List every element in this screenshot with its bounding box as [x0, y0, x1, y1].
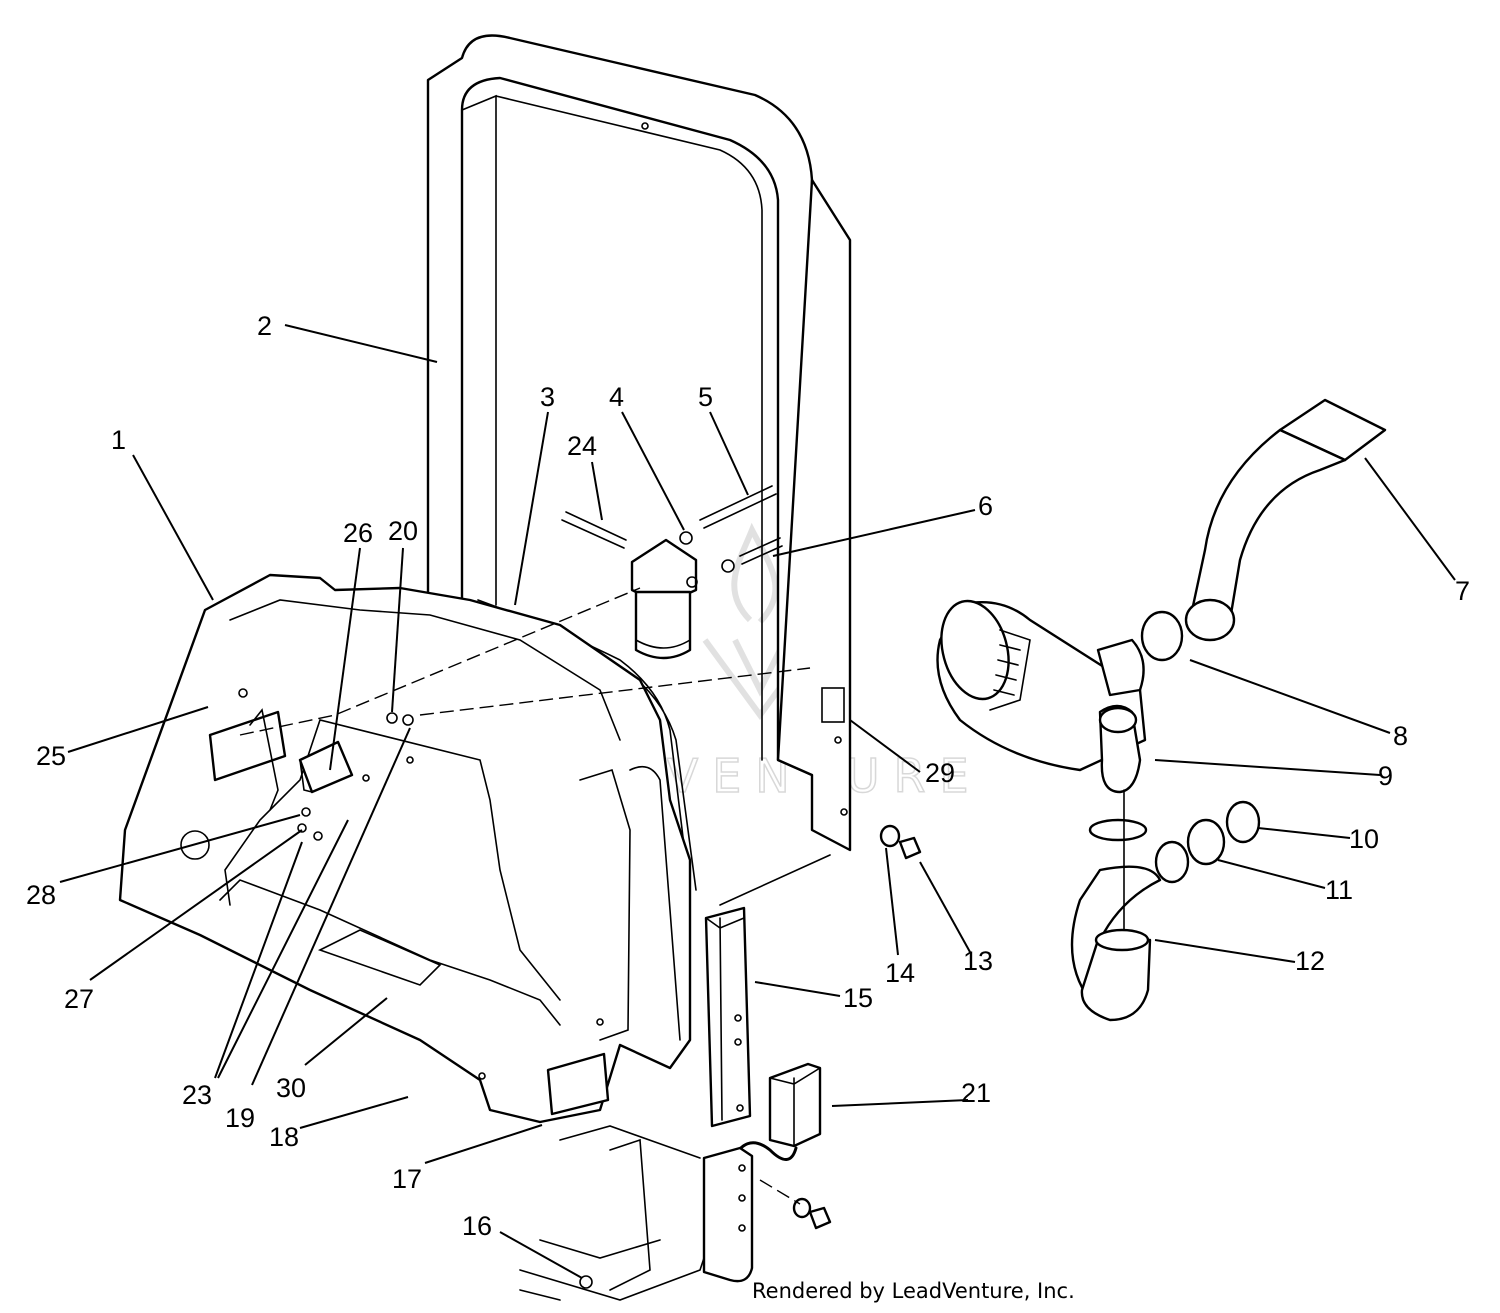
callout-14: 14 [885, 958, 915, 988]
callout-10: 10 [1349, 824, 1379, 854]
bolt-washer-13-14 [879, 824, 922, 860]
callout-28: 28 [26, 880, 56, 910]
callout-2: 2 [257, 311, 272, 341]
alignment-line-b [239, 587, 641, 736]
rollbar-part-2 [426, 34, 852, 852]
alignment-line-a [419, 667, 811, 716]
mount-channel-part-15 [704, 854, 831, 1128]
callout-3: 3 [540, 382, 555, 412]
hose-clamps [1070, 610, 1261, 1022]
callout-29: 29 [925, 758, 955, 788]
callout-16: 16 [462, 1211, 492, 1241]
callout-11: 11 [1325, 875, 1353, 905]
intake-hose-part-7 [1184, 398, 1387, 642]
lower-frame [519, 1125, 832, 1301]
callout-8: 8 [1393, 721, 1408, 751]
callout-18: 18 [269, 1122, 299, 1152]
leader-lines [59, 324, 1456, 1279]
cover-part-21 [728, 1062, 822, 1167]
callout-7: 7 [1455, 576, 1470, 606]
hood-panel-part-1 [118, 573, 692, 1124]
callout-24: 24 [567, 431, 597, 461]
callout-25: 25 [36, 741, 66, 771]
callout-17: 17 [392, 1164, 422, 1194]
callout-15: 15 [843, 983, 873, 1013]
callout-13: 13 [963, 946, 993, 976]
callout-30: 30 [276, 1073, 306, 1103]
callout-6: 6 [978, 491, 993, 521]
air-cleaner-part-6 [936, 599, 1147, 794]
callout-21: 21 [961, 1078, 991, 1108]
fuel-filter-assembly [561, 485, 783, 660]
callout-1: 1 [111, 425, 126, 455]
callout-5: 5 [698, 382, 713, 412]
callout-19: 19 [225, 1103, 255, 1133]
callout-20: 20 [388, 516, 418, 546]
callout-9: 9 [1378, 761, 1393, 791]
render-credit: Rendered by LeadVenture, Inc. [752, 1279, 1075, 1303]
callout-12: 12 [1295, 946, 1325, 976]
callout-23: 23 [182, 1080, 212, 1110]
callout-27: 27 [64, 984, 94, 1014]
callout-26: 26 [343, 518, 373, 548]
callout-4: 4 [609, 382, 624, 412]
